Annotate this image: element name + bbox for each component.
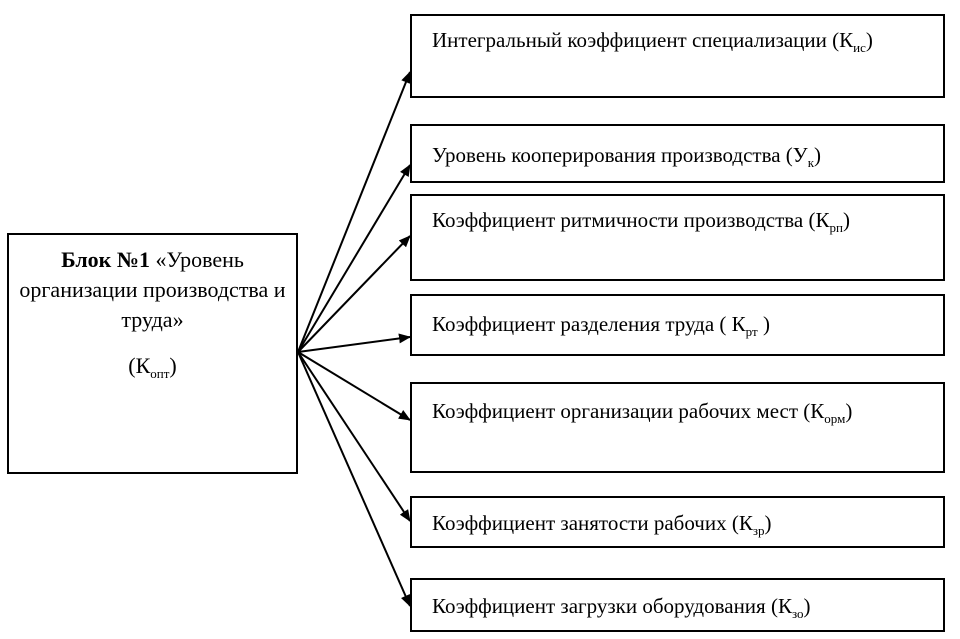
item-worker-employment: Коэффициент занятости рабочих (Кзр) [410,496,945,548]
item-workplace-organization: Коэффициент организации рабочих мест (Ко… [410,382,945,473]
item-cooperation-level: Уровень кооперирования производства (Ук) [410,124,945,183]
item-integral-specialization: Интегральный коэффициент специализации (… [410,14,945,98]
arrow-1 [297,71,411,353]
arrow-7 [297,351,411,607]
arrow-3 [297,235,411,353]
arrow-4 [297,333,411,353]
item-rhythmicity: Коэффициент ритмичности производства (Кр… [410,194,945,281]
arrow-2 [297,164,411,353]
block-1-symbol: (Копт) [128,353,177,381]
arrow-5 [297,351,411,421]
arrow-6 [297,351,411,522]
block-1-title: Блок №1 «Уровень организации производств… [19,247,286,332]
item-labor-division: Коэффициент разделения труда ( Крт ) [410,294,945,356]
block-1-box: Блок №1 «Уровень организации производств… [7,233,298,474]
item-equipment-load: Коэффициент загрузки оборудования (Кзо) [410,578,945,632]
